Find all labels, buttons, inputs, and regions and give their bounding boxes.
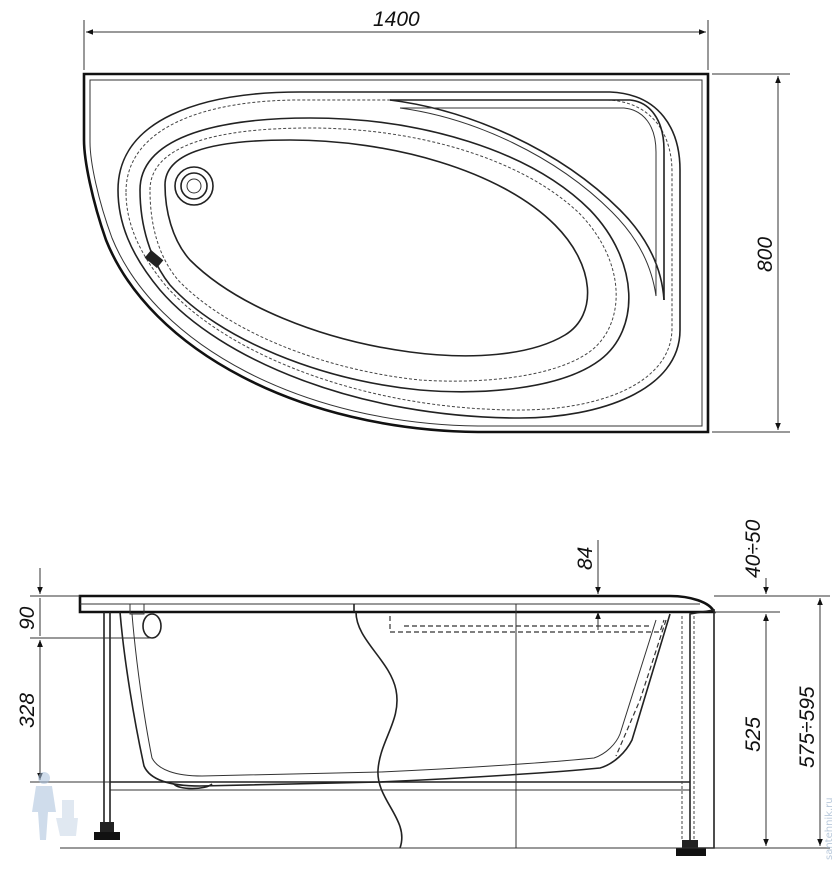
top-view-bowl-inner [164,139,589,357]
side-view-bowl [119,611,671,787]
watermark-text: santehnik.ru [824,797,835,860]
top-view-shelf-inner-curve [399,107,657,297]
dimension-width-label: 800 [754,237,777,272]
side-view-foot-left [100,822,114,832]
side-view-drain-fitting [129,603,145,615]
dimension-inner-offset-group: 84 [574,540,601,630]
top-view-bowl-outer-dashed [125,99,673,411]
dimension-total-height-label: 575÷595 [796,686,819,768]
dimension-right-group: 40÷50 525 575÷595 [714,519,830,849]
dimension-left-group: 90 328 [16,568,152,783]
top-view-shelf [390,99,665,300]
side-view-shelf-dashed [389,616,665,633]
top-view-drain-inner [186,178,202,194]
side-view-drain [142,613,162,639]
watermark-logo [32,772,78,840]
top-view-drain-outer [174,166,214,206]
top-view [82,72,710,434]
top-view-shelf-inner [400,107,657,296]
top-view-rim-inner-line [89,79,703,427]
dimension-drain-height-label: 328 [16,693,39,728]
dimension-length-label: 1400 [373,8,420,31]
dimension-drain-offset-label: 90 [16,606,39,630]
side-view-foot-right [682,840,698,848]
dimension-bowl-height-label: 525 [742,717,765,752]
top-view-bowl-outer [117,91,681,419]
side-view-bowl-inner [131,613,657,777]
dimension-width-group: 800 [712,73,790,433]
top-view-bowl-mid [139,117,630,393]
side-view [60,594,720,856]
top-view-shelf-curve [389,99,665,301]
dimension-rim-top-label: 40÷50 [742,519,765,578]
top-view-drain-mid [180,172,208,200]
dimension-inner-offset-label: 84 [574,547,597,570]
top-view-overflow [144,250,164,268]
dimension-length-group: 1400 [83,8,709,70]
top-view-bowl-mid-dashed [149,127,617,382]
side-view-slope-dashed [615,619,667,757]
side-view-cut-line [355,611,403,849]
top-view-outer-rim [82,72,710,434]
